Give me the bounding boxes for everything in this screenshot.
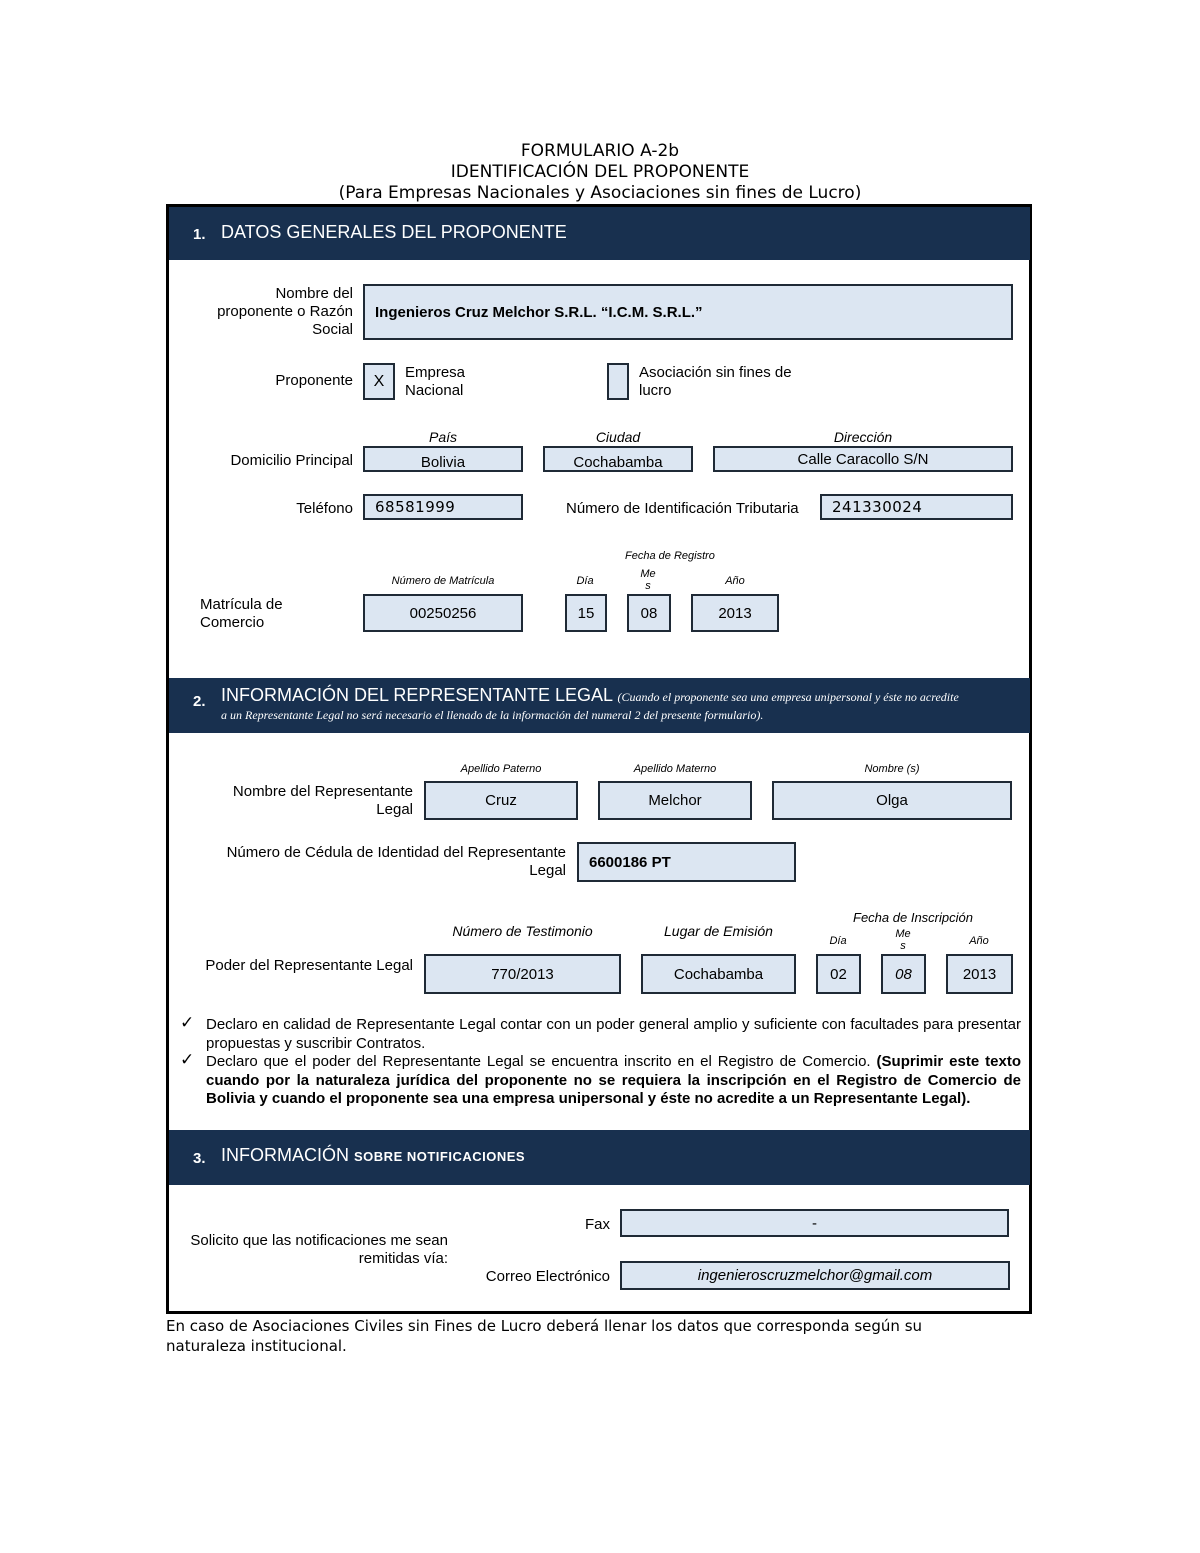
- direccion-field[interactable]: Calle Caracollo S/N: [713, 446, 1013, 472]
- matricula-label: Matrícula de Comercio: [200, 596, 283, 631]
- inscripcion-mes-field[interactable]: 08: [881, 954, 926, 994]
- form-subtitle: (Para Empresas Nacionales y Asociaciones…: [338, 183, 862, 203]
- inscripcion-anio-field[interactable]: 2013: [946, 954, 1013, 994]
- fax-field[interactable]: -: [620, 1209, 1009, 1237]
- poder-label: Poder del Representante Legal: [205, 957, 413, 974]
- pais-label: País: [428, 429, 457, 445]
- footer-note: En caso de Asociaciones Civiles sin Fine…: [166, 1317, 923, 1355]
- form-title: IDENTIFICACIÓN DEL PROPONENTE: [450, 162, 750, 182]
- lugar-emision-label: Lugar de Emisión: [664, 923, 773, 939]
- empresa-nacional-label: Empresa Nacional: [405, 364, 466, 399]
- apellido-paterno-field[interactable]: Cruz: [424, 781, 578, 820]
- section-2-title: INFORMACIÓN DEL REPRESENTANTE LEGAL: [221, 685, 614, 705]
- numero-matricula-label: Número de Matrícula: [391, 575, 495, 587]
- fecha-registro-label: Fecha de Registro: [625, 550, 715, 562]
- registro-anio-field[interactable]: 2013: [691, 594, 779, 632]
- ciudad-label: Ciudad: [595, 429, 641, 445]
- registro-dia-field[interactable]: 15: [565, 594, 607, 632]
- form-frame: [166, 204, 1032, 1314]
- section-1-number: 1.: [193, 226, 206, 243]
- numero-matricula-field[interactable]: 00250256: [363, 594, 523, 632]
- section-3-number: 3.: [193, 1150, 206, 1167]
- proponente-label: Proponente: [275, 372, 353, 389]
- direccion-label: Dirección: [833, 429, 893, 445]
- section-2-note-a: (Cuando el proponente sea una empresa un…: [617, 690, 959, 704]
- correo-label: Correo Electrónico: [485, 1268, 610, 1285]
- section-2-note-b: a un Representante Legal no será necesar…: [221, 708, 764, 722]
- fecha-inscripcion-label: Fecha de Inscripción: [853, 910, 973, 925]
- nit-field[interactable]: 241330024: [820, 494, 1013, 520]
- inscripcion-anio-label: Año: [969, 935, 989, 947]
- telefono-label: Teléfono: [296, 500, 353, 517]
- asociacion-checkbox[interactable]: [607, 363, 629, 400]
- empresa-nacional-checkbox[interactable]: X: [363, 363, 395, 400]
- inscripcion-dia-label: Día: [829, 935, 847, 947]
- nombres-field[interactable]: Olga: [772, 781, 1012, 820]
- apellido-materno-label: Apellido Materno: [633, 763, 717, 775]
- solicito-label: Solicito que las notificaciones me sean …: [190, 1232, 448, 1267]
- domicilio-label: Domicilio Principal: [230, 452, 353, 469]
- checkmark-icon: ✓: [180, 1013, 195, 1033]
- testimonio-field[interactable]: 770/2013: [424, 954, 621, 994]
- telefono-field[interactable]: 68581999: [363, 494, 523, 520]
- declaration-2: Declaro que el poder del Representante L…: [206, 1053, 1021, 1107]
- nit-label: Número de Identificación Tributaria: [566, 500, 799, 517]
- ci-label: Número de Cédula de Identidad del Repres…: [226, 844, 566, 879]
- testimonio-label: Número de Testimonio: [452, 923, 593, 939]
- section-3-header: 3. INFORMACIÓN SOBRE NOTIFICACIONES: [169, 1130, 1030, 1185]
- lugar-emision-field[interactable]: Cochabamba: [641, 954, 796, 994]
- razon-social-label: Nombre del proponente o Razón Social: [217, 285, 353, 338]
- section-1-title: DATOS GENERALES DEL PROPONENTE: [221, 222, 567, 242]
- apellido-paterno-label: Apellido Paterno: [460, 763, 542, 775]
- declaration-1: Declaro en calidad de Representante Lega…: [206, 1016, 1021, 1052]
- apellido-materno-field[interactable]: Melchor: [598, 781, 752, 820]
- ciudad-field[interactable]: Cochabamba: [543, 446, 693, 472]
- checkmark-icon: ✓: [180, 1050, 195, 1070]
- section-1-header: 1. DATOS GENERALES DEL PROPONENTE: [169, 207, 1030, 260]
- registro-dia-label: Día: [576, 575, 594, 587]
- registro-mes-field[interactable]: 08: [627, 594, 671, 632]
- inscripcion-dia-field[interactable]: 02: [816, 954, 861, 994]
- form-code: FORMULARIO A-2b: [520, 141, 680, 161]
- fax-label: Fax: [584, 1216, 610, 1233]
- section-3-title: INFORMACIÓN SOBRE NOTIFICACIONES: [221, 1145, 526, 1165]
- section-2-header: 2. INFORMACIÓN DEL REPRESENTANTE LEGAL (…: [169, 678, 1030, 733]
- registro-anio-label: Año: [725, 575, 745, 587]
- asociacion-label: Asociación sin fines de lucro: [639, 364, 792, 399]
- nombres-label: Nombre (s): [864, 763, 920, 775]
- section-2-number: 2.: [193, 693, 206, 710]
- pais-field[interactable]: Bolivia: [363, 446, 523, 472]
- ci-field[interactable]: 6600186 PT: [577, 842, 796, 882]
- nombre-representante-label: Nombre del Representante Legal: [232, 783, 413, 818]
- razon-social-field[interactable]: Ingenieros Cruz Melchor S.R.L. “I.C.M. S…: [363, 284, 1013, 340]
- correo-field[interactable]: ingenieroscruzmelchor@gmail.com: [620, 1261, 1010, 1290]
